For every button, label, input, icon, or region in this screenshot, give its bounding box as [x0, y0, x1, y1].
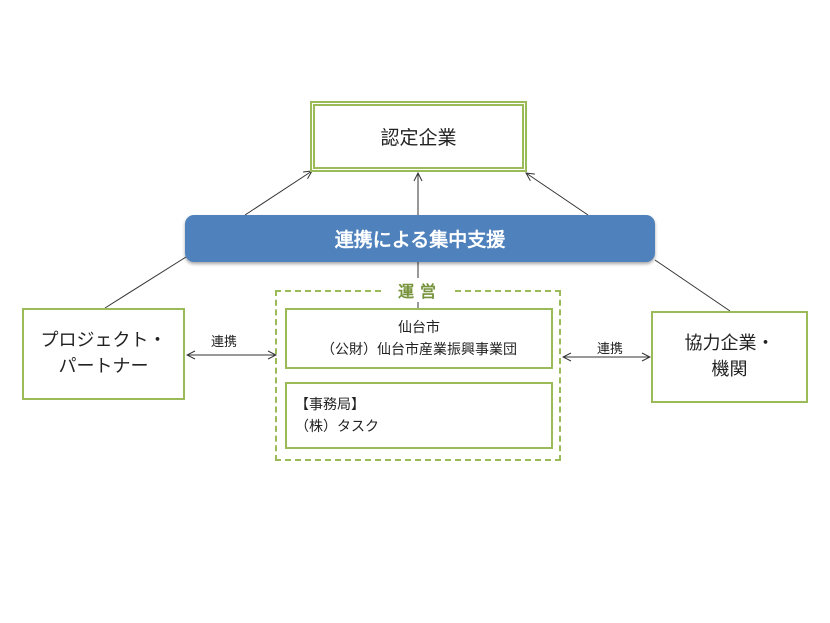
- line-left: [104, 256, 187, 309]
- secretariat-line1: 【事務局】: [295, 396, 365, 413]
- arrow-right-to-top: [526, 173, 589, 216]
- link-label-right: 連携: [597, 342, 624, 357]
- project-partner-line1: プロジェクト・: [40, 330, 167, 351]
- collaborative-support-bar: 連携による集中支援: [185, 215, 655, 262]
- project-partner-line2: パートナー: [58, 356, 149, 377]
- cooperating-company-box: 協力企業・機関: [651, 311, 808, 403]
- line-right: [654, 259, 731, 312]
- cooperating-company-line2: 機関: [711, 359, 748, 380]
- link-label-left: 連携: [211, 335, 238, 350]
- secretariat-box: 【事務局】 （株）タスク: [285, 382, 553, 449]
- project-partner-box: プロジェクト・パートナー: [22, 308, 185, 400]
- secretariat-line2: （株）タスク: [295, 418, 379, 435]
- operation-label: 運営: [385, 278, 455, 302]
- arrow-left-to-top: [244, 171, 312, 216]
- collaborative-support-label: 連携による集中支援: [334, 229, 506, 251]
- certified-company-box: 認定企業: [310, 101, 527, 172]
- sendai-city-box: 仙台市 （公財）仙台市産業振興事業団: [285, 308, 553, 369]
- certified-company-label: 認定企業: [380, 127, 457, 149]
- sendai-city-line1: 仙台市: [398, 319, 440, 336]
- cooperating-company-line1: 協力企業・: [684, 333, 775, 354]
- sendai-city-line2: （公財）仙台市産業振興事業団: [321, 341, 517, 358]
